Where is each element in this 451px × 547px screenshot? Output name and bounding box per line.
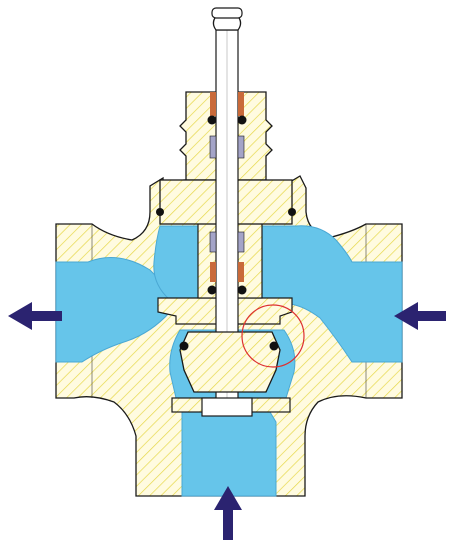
plug-stem-collar bbox=[201, 397, 253, 417]
o-ring-nut-right bbox=[288, 208, 296, 216]
plug-o-ring-right bbox=[269, 341, 279, 351]
plug-o-ring-left bbox=[179, 341, 189, 351]
inlet-bottom-arrow bbox=[214, 486, 242, 540]
plug-body bbox=[179, 331, 281, 393]
upper-chamber-right bbox=[261, 225, 403, 363]
inlet-bottom-channel bbox=[181, 411, 277, 497]
seal-lower-left bbox=[210, 262, 216, 282]
packing-upper-right bbox=[237, 135, 245, 159]
valve-plug bbox=[179, 331, 281, 417]
o-ring-lower-left bbox=[207, 285, 217, 295]
outlet-left-arrow bbox=[8, 302, 62, 330]
upper-chamber bbox=[153, 225, 199, 301]
detail-highlight-circle bbox=[241, 304, 305, 368]
o-ring-upper-right bbox=[237, 115, 247, 125]
flow-arrows bbox=[8, 302, 446, 540]
packing-lower-left bbox=[209, 231, 217, 253]
packing-upper-left bbox=[209, 135, 217, 159]
seal-upper-left bbox=[210, 92, 216, 116]
inlet-right-arrow bbox=[394, 302, 446, 330]
stem-cap bbox=[211, 7, 243, 19]
o-ring-lower-right bbox=[237, 285, 247, 295]
o-ring-upper-left bbox=[207, 115, 217, 125]
o-ring-nut-left bbox=[156, 208, 164, 216]
stem-seals bbox=[156, 92, 296, 295]
seal-lower-right bbox=[238, 262, 244, 282]
packing-lower-right bbox=[237, 231, 245, 253]
seal-upper-right bbox=[238, 92, 244, 116]
